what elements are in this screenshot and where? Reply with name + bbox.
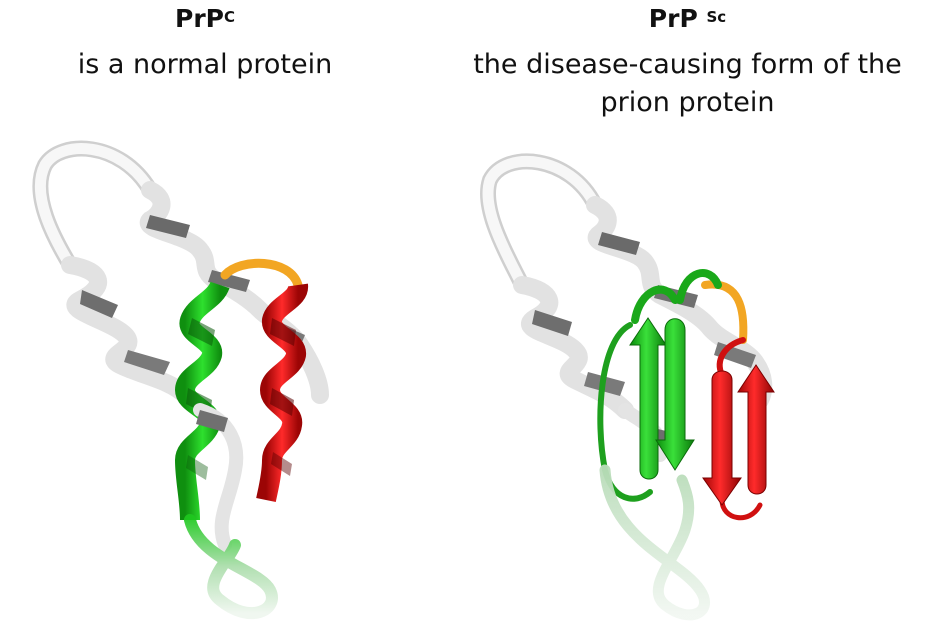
red-helix	[256, 283, 308, 503]
prpc-ribbon-diagram-icon	[32, 140, 329, 620]
prpc-title: PrPC	[0, 4, 460, 34]
prpc-caption-text: is a normal protein	[77, 49, 333, 80]
prpsc-ribbon-diagram-icon	[480, 153, 775, 621]
red-loop-bottom	[719, 497, 763, 521]
green-loop-left	[597, 322, 653, 502]
faded-tail	[184, 514, 278, 620]
prpsc-title-main: PrP	[648, 4, 698, 33]
green-beta-strand-down-icon	[655, 318, 695, 471]
prpsc-caption-line-1: the disease-causing form of the	[473, 49, 902, 80]
prpc-title-superscript: C	[223, 8, 235, 26]
grey-helix-left	[61, 256, 194, 404]
prpsc-panel: PrP Sc the disease-causing form of the p…	[460, 0, 925, 627]
prpc-title-main: PrP	[175, 4, 224, 33]
prpsc-caption-line-2: prion protein	[600, 87, 775, 118]
prpsc-caption: the disease-causing form of the prion pr…	[450, 46, 925, 122]
green-loop-arc	[676, 269, 722, 304]
green-loop-top	[631, 285, 679, 324]
prpc-panel: PrPC is a normal protein	[0, 0, 460, 627]
green-helix	[174, 280, 230, 521]
red-beta-strand-down-icon	[702, 370, 742, 506]
green-beta-strand-up-icon	[629, 317, 667, 480]
prpsc-title-superscript: Sc	[706, 8, 727, 26]
faded-tail	[599, 464, 710, 621]
prpc-caption: is a normal protein	[0, 46, 460, 84]
red-beta-strand-up-icon	[737, 364, 775, 495]
orange-loop	[220, 258, 303, 290]
prpsc-title: PrP Sc	[450, 4, 925, 34]
